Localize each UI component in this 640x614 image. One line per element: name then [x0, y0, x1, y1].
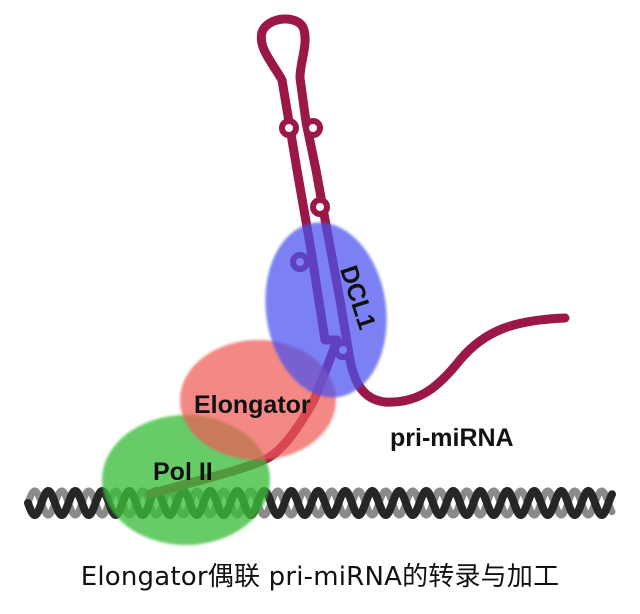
figure-caption: Elongator偶联 pri-miRNA的转录与加工 [80, 562, 560, 592]
pol2-label: Pol II [153, 458, 213, 486]
pri-mirna-label: pri-miRNA [390, 424, 514, 452]
dcl1-blob [265, 222, 387, 398]
hairpin-bulge [303, 118, 323, 138]
elongator-label: Elongator [194, 391, 311, 419]
hairpin-bulge [310, 197, 330, 217]
hairpin-bulge [279, 118, 299, 138]
